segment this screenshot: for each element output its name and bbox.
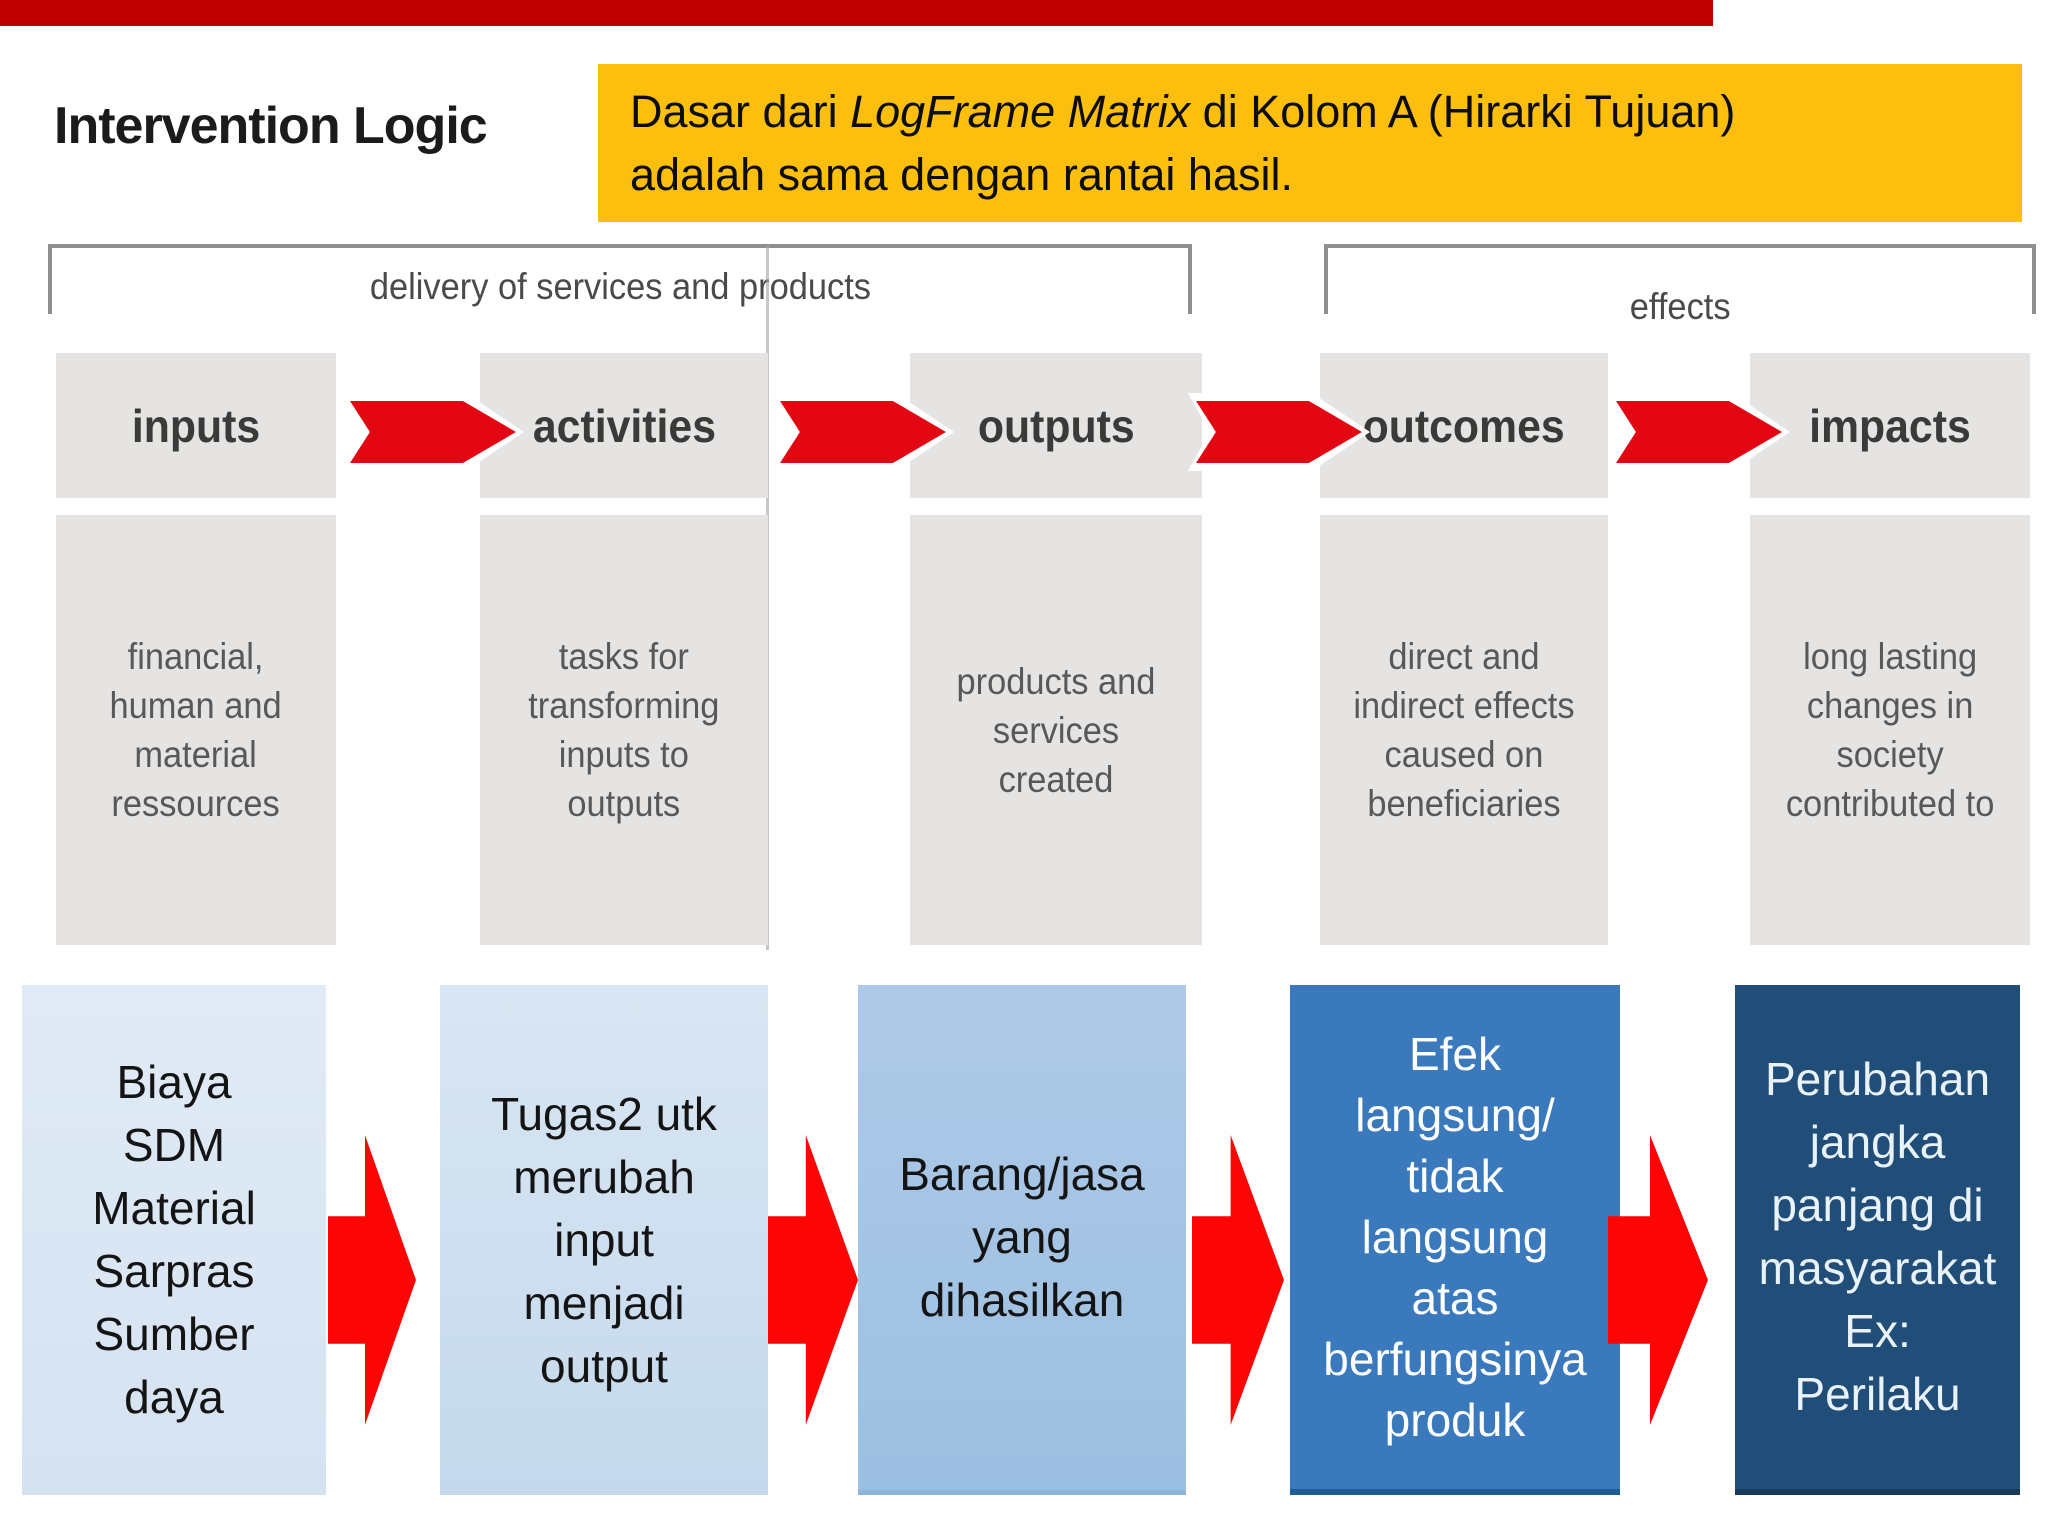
header-box-activities: activities — [480, 353, 768, 498]
arrow-right-icon — [328, 1135, 416, 1425]
callout-line1: Dasar dari LogFrame Matrix di Kolom A (H… — [630, 80, 2022, 143]
bracket-effects — [1324, 244, 2036, 314]
desc-box-impacts: long lasting changes in society contribu… — [1750, 515, 2030, 945]
bracket-effects-label: effects — [1629, 286, 1731, 327]
desc-box-outputs: products and services created — [910, 515, 1202, 945]
header-box-impacts: impacts — [1750, 353, 2030, 498]
bottom-box-activities: Tugas2 utk merubah input menjadi output — [440, 985, 768, 1495]
arrow-right-icon — [768, 1135, 858, 1425]
header-box-outcomes: outcomes — [1320, 353, 1608, 498]
chevron-right-icon — [772, 393, 954, 471]
header-box-outputs: outputs — [910, 353, 1202, 498]
bottom-box-outcomes: Efek langsung/ tidak langsung atas berfu… — [1290, 985, 1620, 1495]
callout-line1-suffix: di Kolom A (Hirarki Tujuan) — [1190, 86, 1736, 137]
chevron-right-icon — [1188, 393, 1370, 471]
chevron-right-icon — [1608, 393, 1790, 471]
bracket-delivery — [48, 244, 1192, 314]
chevron-right-icon — [342, 393, 524, 471]
top-accent-bar — [0, 0, 1713, 26]
bottom-box-inputs: Biaya SDM Material Sarpras Sumber daya — [22, 985, 326, 1495]
callout-line1-italic: LogFrame Matrix — [850, 86, 1191, 137]
desc-box-activities: tasks for transforming inputs to outputs — [480, 515, 768, 945]
arrow-right-icon — [1608, 1135, 1708, 1425]
header-box-inputs: inputs — [56, 353, 336, 498]
bottom-box-impacts: Perubahan jangka panjang di masyarakat E… — [1735, 985, 2020, 1495]
callout-box: Dasar dari LogFrame Matrix di Kolom A (H… — [598, 64, 2022, 222]
bottom-box-outputs: Barang/jasa yang dihasilkan — [858, 985, 1186, 1495]
arrow-right-icon — [1192, 1135, 1284, 1425]
callout-line2: adalah sama dengan rantai hasil. — [630, 149, 1293, 200]
page-title: Intervention Logic — [54, 97, 488, 155]
desc-box-inputs: financial, human and material ressources — [56, 515, 336, 945]
bracket-delivery-label: delivery of services and products — [369, 266, 871, 307]
callout-line1-prefix: Dasar dari — [630, 86, 851, 137]
desc-box-outcomes: direct and indirect effects caused on be… — [1320, 515, 1608, 945]
